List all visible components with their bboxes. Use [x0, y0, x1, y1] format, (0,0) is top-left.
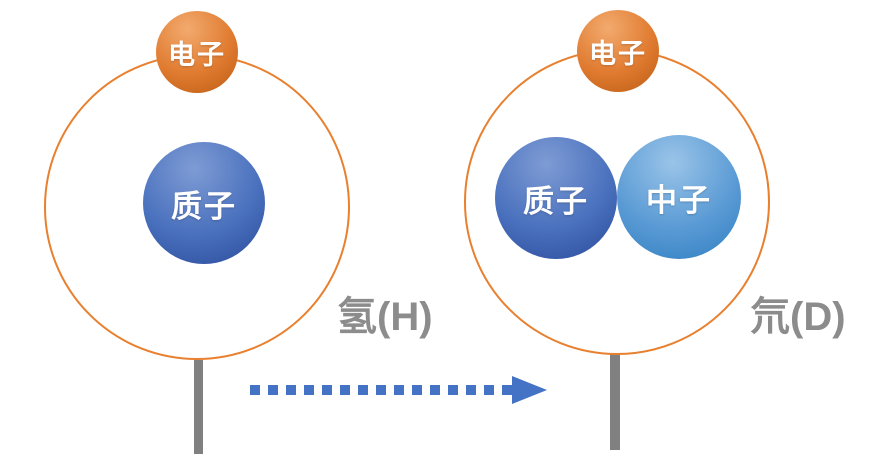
- hydrogen-stand: [194, 360, 203, 454]
- deuterium-label: 氘(D): [750, 295, 846, 339]
- deuterium-electron-ball: 电子: [577, 10, 659, 92]
- deuterium-stand: [610, 353, 620, 450]
- deuterium-proton-ball: 质子: [495, 137, 617, 259]
- transform-arrow-dashes: [250, 385, 512, 395]
- hydrogen-label: 氢(H): [337, 295, 433, 339]
- transform-arrow-head-icon: [512, 376, 547, 404]
- hydrogen-electron-ball: 电子: [156, 11, 238, 93]
- hydrogen-proton-ball: 质子: [143, 142, 265, 264]
- deuterium-neutron-ball: 中子: [617, 135, 741, 259]
